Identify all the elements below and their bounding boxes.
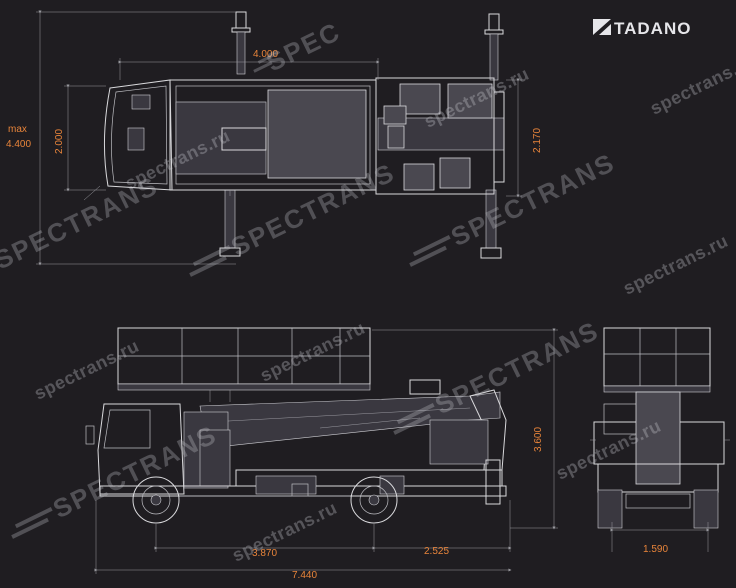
rear-view-drawing: [590, 327, 730, 529]
dim-outrigger-label: max: [8, 124, 27, 135]
watermarks: spectrans.ru spectrans.ru spectrans.ru s…: [0, 16, 736, 566]
top-view-drawing: [83, 11, 505, 259]
dim-cab-height: 2.000: [54, 129, 65, 154]
dim-body-height: 2.170: [532, 128, 543, 153]
watermark-url: spectrans.ru: [229, 498, 340, 566]
dim-top-width: 4.000: [253, 49, 278, 60]
side-view-dimensions: 3.870 2.525 7.440 3.600: [94, 328, 558, 581]
watermark-brand: SPECTRANS: [0, 170, 163, 275]
dim-rear-track: 1.590: [643, 544, 668, 555]
logo-text: TADANO: [614, 19, 691, 38]
side-view-drawing: [85, 327, 507, 524]
watermark-url: spectrans.ru: [647, 51, 736, 119]
watermark-url: spectrans.ru: [620, 231, 731, 299]
tadano-logo-icon: [593, 19, 611, 35]
watermark-url: spectrans.ru: [31, 336, 142, 404]
dim-rear-overhang: 2.525: [424, 546, 449, 557]
tadano-logo: TADANO: [593, 19, 691, 38]
watermark-brand: SPECTRANS: [430, 315, 603, 420]
top-view-dimensions: 4.000 2.000 max 4.400 2.170: [6, 10, 543, 266]
watermark-brand-partial: SPEC: [261, 16, 345, 78]
watermark-brand: SPECTRANS: [446, 147, 619, 252]
rear-view-dimensions: 1.590: [610, 522, 710, 555]
dim-total-height: 3.600: [533, 427, 544, 452]
dim-total-length: 7.440: [292, 570, 317, 581]
dim-outrigger-span: 4.400: [6, 139, 31, 150]
dim-wheelbase: 3.870: [252, 548, 277, 559]
